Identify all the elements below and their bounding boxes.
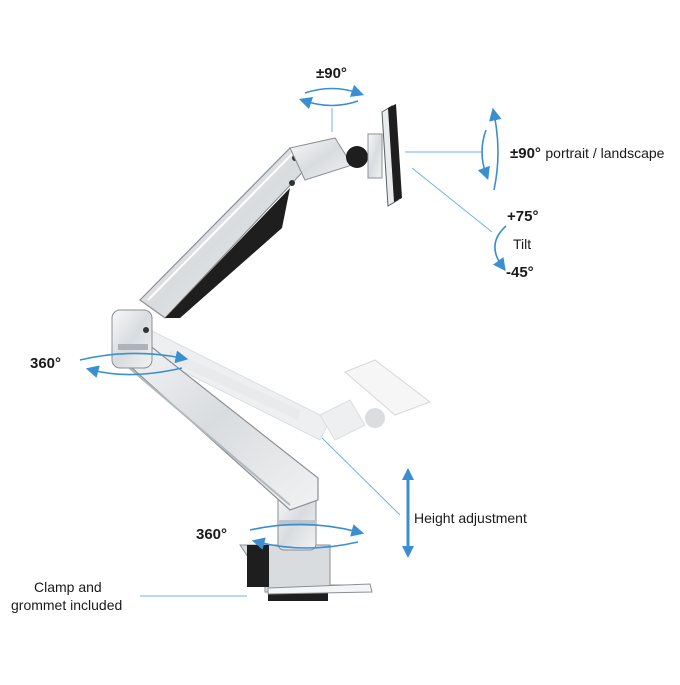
tilt-leader [411,167,493,233]
vesa-head [289,104,402,207]
height-leader [321,437,401,516]
base-swivel-arrow [249,523,365,550]
top-swivel-arrow [298,84,365,110]
rotation-label: ±90° portrait / landscape [510,145,664,163]
tilt-down-label: -45° [506,264,534,281]
arm-swivel-label: 360° [30,355,62,372]
base-swivel-label: 360° [196,526,228,543]
height-arrow [402,468,414,558]
top-swivel-label: ±90° [316,65,347,82]
rotation-value: ±90° [510,145,541,162]
desk-clamp [239,544,373,601]
upper-arm [139,147,313,319]
rotation-text: portrait / landscape [545,145,665,161]
clamp-label-line2: grommet included [11,597,123,613]
tilt-arrow [493,225,507,272]
arm-swivel-arrow [79,350,189,378]
leader-lines [140,108,493,597]
elbow-joint [111,309,153,369]
tilt-label: Tilt [513,236,532,252]
clamp-label-line1: Clamp and [34,579,102,595]
height-label: Height adjustment [414,510,527,526]
rotation-arrow [477,107,502,191]
tilt-up-label: +75° [507,208,539,225]
